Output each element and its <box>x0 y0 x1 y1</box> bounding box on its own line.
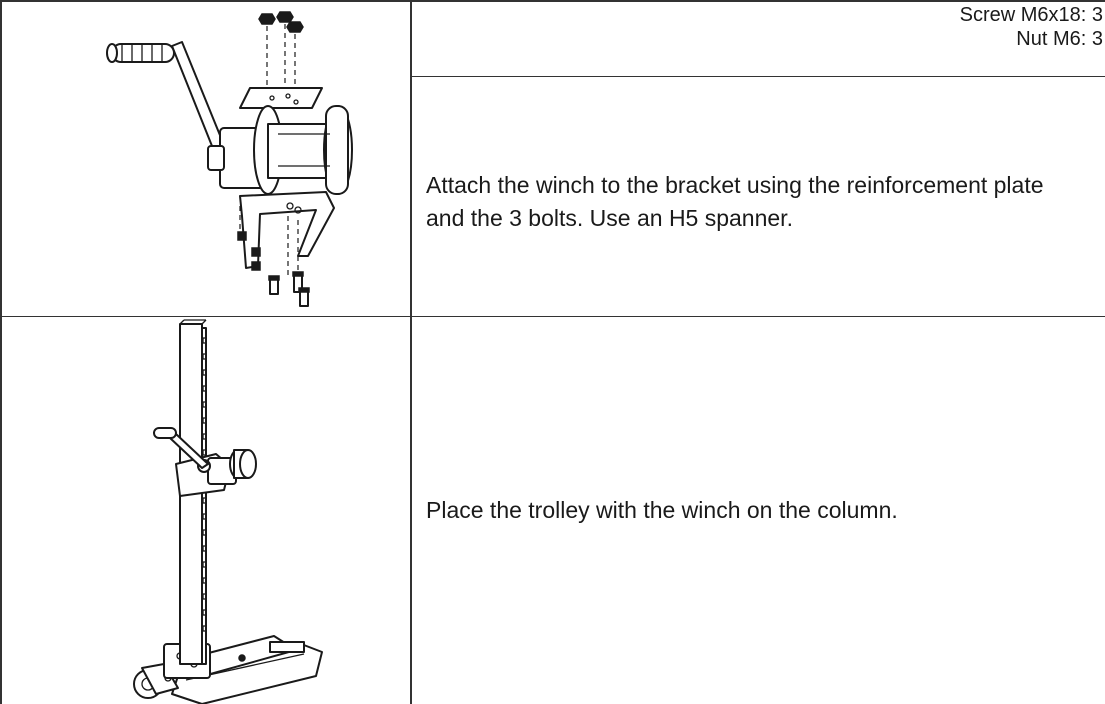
parts-list: Screw M6x18: 3 Nut M6: 3 <box>412 2 1105 76</box>
parts-item-screw: Screw M6x18: 3 <box>959 4 1103 26</box>
parts-divider <box>410 76 1105 77</box>
table-border-top <box>0 0 1105 2</box>
column-trolley-illustration <box>133 319 323 704</box>
winch-bracket-illustration <box>106 11 353 307</box>
step2-instruction: Place the trolley with the winch on the … <box>426 497 898 523</box>
column-holes <box>202 337 207 632</box>
parts-item-nut: Nut M6: 3 <box>1016 28 1103 50</box>
table-border-left <box>0 0 2 704</box>
step1-instruction-cell: Attach the winch to the bracket using th… <box>412 77 1105 316</box>
step2-instruction-cell: Place the trolley with the winch on the … <box>412 317 1105 704</box>
row-divider <box>0 316 1105 317</box>
step1-instruction: Attach the winch to the bracket using th… <box>426 171 1044 231</box>
column-divider <box>410 0 412 704</box>
